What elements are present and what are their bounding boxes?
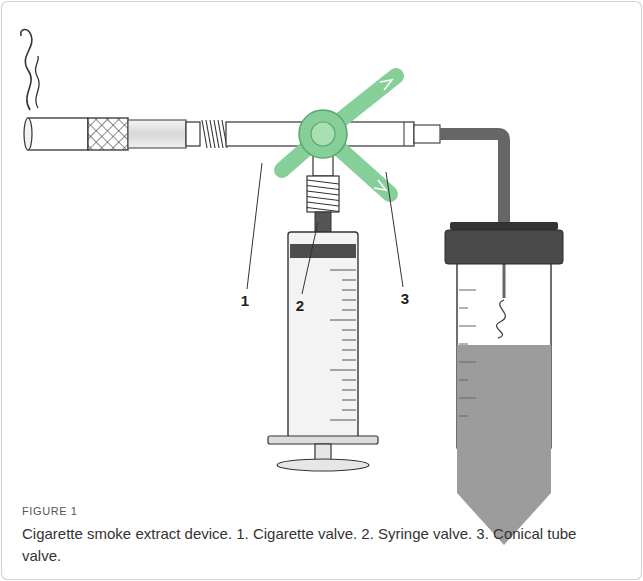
graduation-tick <box>342 380 356 381</box>
graduation-tick <box>342 300 356 301</box>
syringe-barrel <box>288 232 358 438</box>
tube-cap <box>445 230 563 264</box>
syringe-graduation <box>330 270 356 420</box>
graduation-tick <box>342 310 356 311</box>
callout-number: 1 <box>239 292 251 309</box>
smoke-curl <box>35 56 39 108</box>
tube-cap <box>450 222 558 230</box>
graduation-tick <box>459 362 476 363</box>
callout-number: 2 <box>294 297 306 314</box>
graduation-tick <box>459 308 468 309</box>
smoke-curl <box>21 29 32 110</box>
tube-graduation <box>459 290 476 416</box>
graduation-tick <box>342 410 356 411</box>
graduation-tick <box>342 340 356 341</box>
figure-label: FIGURE 1 <box>22 505 78 518</box>
graduation-tick <box>330 420 356 421</box>
cigarette-tip <box>24 118 32 150</box>
thumb-press <box>277 459 369 471</box>
figure-caption: Cigarette smoke extract device. 1. Cigar… <box>22 523 587 567</box>
valve-body <box>344 122 414 146</box>
thread-stroke <box>307 197 339 201</box>
graduation-tick <box>330 370 356 371</box>
tube-adapter <box>414 125 440 143</box>
thread-stroke <box>307 202 339 206</box>
thread-stroke <box>307 208 339 212</box>
valve-body <box>226 122 302 146</box>
stopcock-hub <box>299 110 347 158</box>
tubing <box>440 134 504 222</box>
graduation-tick <box>342 290 356 291</box>
leader-line <box>386 172 403 287</box>
smoke-curl <box>497 300 506 338</box>
graduation-tick <box>330 320 356 321</box>
silicone-connector <box>128 120 186 148</box>
valve-ridge <box>404 122 405 146</box>
leader-line <box>302 222 318 294</box>
graduation-tick <box>459 380 468 381</box>
graduation-tick <box>342 400 356 401</box>
handle-arrow <box>380 80 392 90</box>
stopcock-handle <box>282 76 396 194</box>
graduation-tick <box>342 280 356 281</box>
luer-lock <box>307 176 339 212</box>
graduation-tick <box>459 290 476 291</box>
graduation-tick <box>459 416 468 417</box>
graduation-tick <box>342 330 356 331</box>
syringe-tip <box>315 212 331 232</box>
graduation-tick <box>459 398 476 399</box>
luer-fitting <box>186 122 200 146</box>
graduation-tick <box>459 326 476 327</box>
graduation-tick <box>459 344 468 345</box>
graduation-tick <box>342 360 356 361</box>
graduation-tick <box>342 390 356 391</box>
graduation-tick <box>342 350 356 351</box>
leader-line <box>247 163 262 289</box>
barrel-flange <box>268 436 378 444</box>
graduation-tick <box>330 270 356 271</box>
handle-arrow <box>374 180 386 190</box>
plunger-stopper <box>290 244 356 258</box>
cigarette-filter <box>88 118 128 150</box>
thread-stroke <box>307 180 339 184</box>
stopcock-core <box>311 122 335 146</box>
luer-thread <box>307 180 339 212</box>
thread-stroke <box>307 191 339 195</box>
luer-thread <box>202 120 227 148</box>
cigarette-body <box>28 118 88 150</box>
callout-number: 3 <box>399 290 411 307</box>
inlet-tube <box>503 262 506 298</box>
thread-stroke <box>307 186 339 190</box>
